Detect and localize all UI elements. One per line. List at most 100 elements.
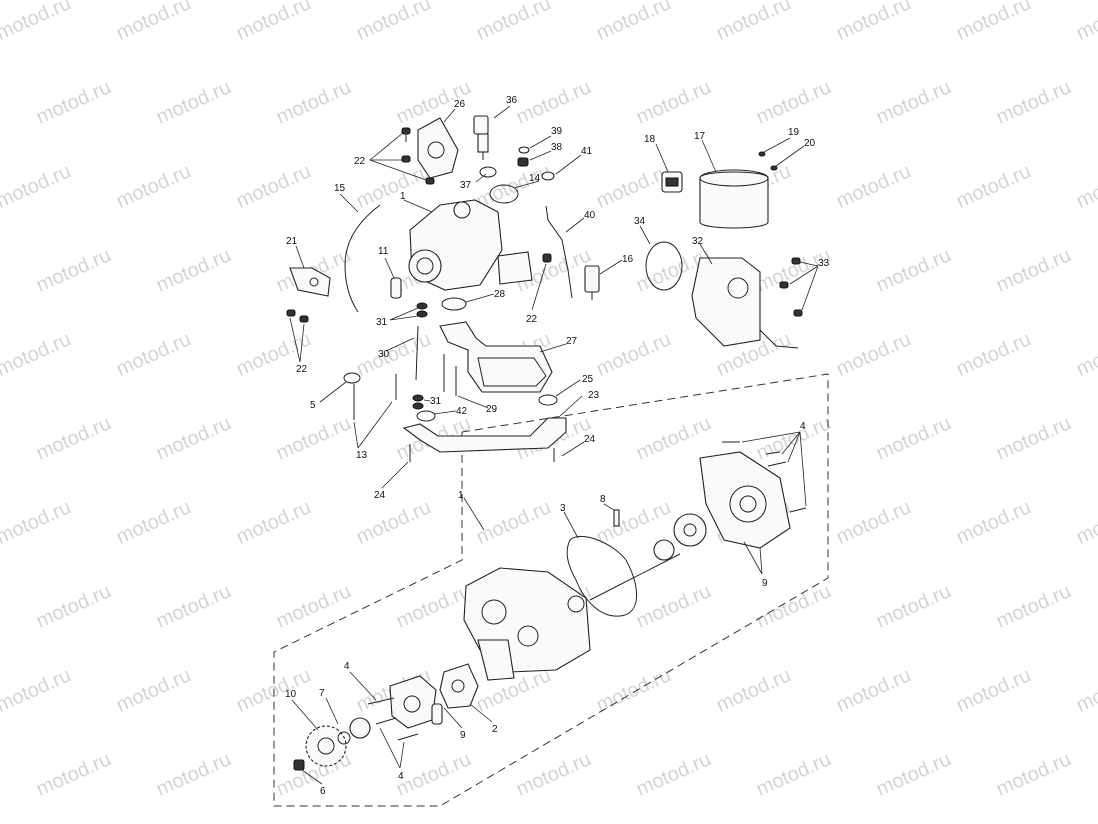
callout-40: 40: [584, 210, 596, 221]
callout-22: 22: [296, 364, 308, 375]
bolts-22-top: [401, 127, 435, 185]
watermark-text: motod.ru: [153, 76, 234, 128]
gear-10: [305, 725, 347, 767]
bolts-22-left: [286, 309, 309, 323]
callout-8: 8: [600, 494, 606, 505]
strainer-27: [439, 321, 553, 393]
washer-5: [343, 372, 361, 384]
watermark-text: motod.ru: [993, 76, 1074, 128]
callout-2: 2: [492, 724, 498, 735]
oil-pump-1: [408, 199, 533, 291]
watermark-text: motod.ru: [353, 0, 434, 45]
callout-42: 42: [456, 406, 468, 417]
washers-31-lower: [412, 394, 424, 410]
watermark-text: motod.ru: [1073, 160, 1098, 212]
shaft: [589, 553, 681, 601]
oil-cooler-32: [691, 257, 799, 349]
bracket-21: [289, 267, 331, 297]
watermark-text: motod.ru: [113, 496, 194, 548]
callout-19: 19: [788, 127, 800, 138]
callout-23: 23: [588, 390, 600, 401]
watermark-text: motod.ru: [753, 412, 834, 464]
callout-21: 21: [286, 236, 298, 247]
washer-7: [337, 731, 351, 745]
washers-31-upper: [416, 302, 428, 318]
callout-31: 31: [376, 317, 388, 328]
callout-32: 32: [692, 236, 704, 247]
watermark-text: motod.ru: [753, 76, 834, 128]
bolts-13: [353, 374, 397, 420]
watermark-text: motod.ru: [33, 412, 114, 464]
watermark-text: motod.ru: [113, 0, 194, 45]
watermark-text: motod.ru: [633, 76, 714, 128]
bearing-7: [349, 717, 371, 739]
callout-22: 22: [526, 314, 538, 325]
callout-30: 30: [378, 349, 390, 360]
callout-11: 11: [378, 246, 389, 257]
watermark-text: motod.ru: [953, 0, 1034, 45]
callout-24: 24: [584, 434, 596, 445]
watermark-text: motod.ru: [833, 664, 914, 716]
watermark-text: motod.ru: [113, 160, 194, 212]
pin-8: [613, 509, 620, 527]
callout-4: 4: [398, 771, 404, 782]
sensor-36: [473, 115, 489, 160]
oil-pipe-23: [402, 417, 567, 453]
watermark-text: motod.ru: [873, 76, 954, 128]
callout-39: 39: [551, 126, 563, 137]
o-ring-34: [645, 241, 683, 291]
watermark-text: motod.ru: [0, 0, 74, 45]
callout-labels: 26 36 39 38 41 22 37 14 15 1 21 11 28 31…: [285, 95, 830, 797]
bolts-29: [443, 354, 457, 396]
watermark-text: motod.ru: [273, 76, 354, 128]
callout-36: 36: [506, 95, 518, 106]
watermark-text: motod.ru: [0, 328, 74, 380]
watermark-text: motod.ru: [153, 580, 234, 632]
watermark-text: motod.ru: [953, 496, 1034, 548]
watermark-text: motod.ru: [633, 580, 714, 632]
rotor-housing: [389, 675, 437, 729]
watermark-text: motod.ru: [873, 580, 954, 632]
subassembly-boundary: [273, 373, 829, 807]
callout-3: 3: [560, 503, 566, 514]
washers-19-20: [758, 151, 778, 171]
callout-5: 5: [310, 400, 316, 411]
callout-28: 28: [494, 289, 506, 300]
watermark-text: motod.ru: [113, 328, 194, 380]
oil-filter-17: [699, 169, 769, 229]
watermark-text: motod.ru: [953, 160, 1034, 212]
watermark-text: motod.ru: [0, 160, 74, 212]
seal-28: [441, 297, 467, 311]
watermark-text: motod.ru: [393, 748, 474, 800]
callout-16: 16: [622, 254, 634, 265]
watermark-text: motod.ru: [1073, 328, 1098, 380]
callout-1: 1: [458, 490, 464, 501]
watermark-text: motod.ru: [593, 0, 674, 45]
callout-24: 24: [374, 490, 386, 501]
watermark-text: motod.ru: [0, 496, 74, 548]
callout-22: 22: [354, 156, 366, 167]
cover-26: [417, 117, 459, 179]
pump-cover-9: [699, 451, 791, 549]
watermark-text: motod.ru: [633, 748, 714, 800]
watermark-text: motod.ru: [33, 76, 114, 128]
callout-20: 20: [804, 138, 816, 149]
watermark-text: motod.ru: [273, 412, 354, 464]
watermark-text: motod.ru: [473, 0, 554, 45]
watermark-text: motod.ru: [953, 328, 1034, 380]
watermark-text: motod.ru: [953, 664, 1034, 716]
bearing-lower: [567, 595, 585, 613]
gasket-3: [566, 535, 638, 617]
pump-housing-1: [463, 567, 591, 681]
seals-37-14: [479, 166, 519, 204]
watermark-text: motod.ru: [33, 244, 114, 296]
watermark-text: motod.ru: [1073, 496, 1098, 548]
watermark-text: motod.ru: [153, 412, 234, 464]
watermark-text: motod.ru: [233, 160, 314, 212]
callout-38: 38: [551, 142, 563, 153]
watermark-text: motod.ru: [833, 0, 914, 45]
bolt-22-mid: [542, 253, 552, 263]
chain-15: [344, 204, 381, 313]
